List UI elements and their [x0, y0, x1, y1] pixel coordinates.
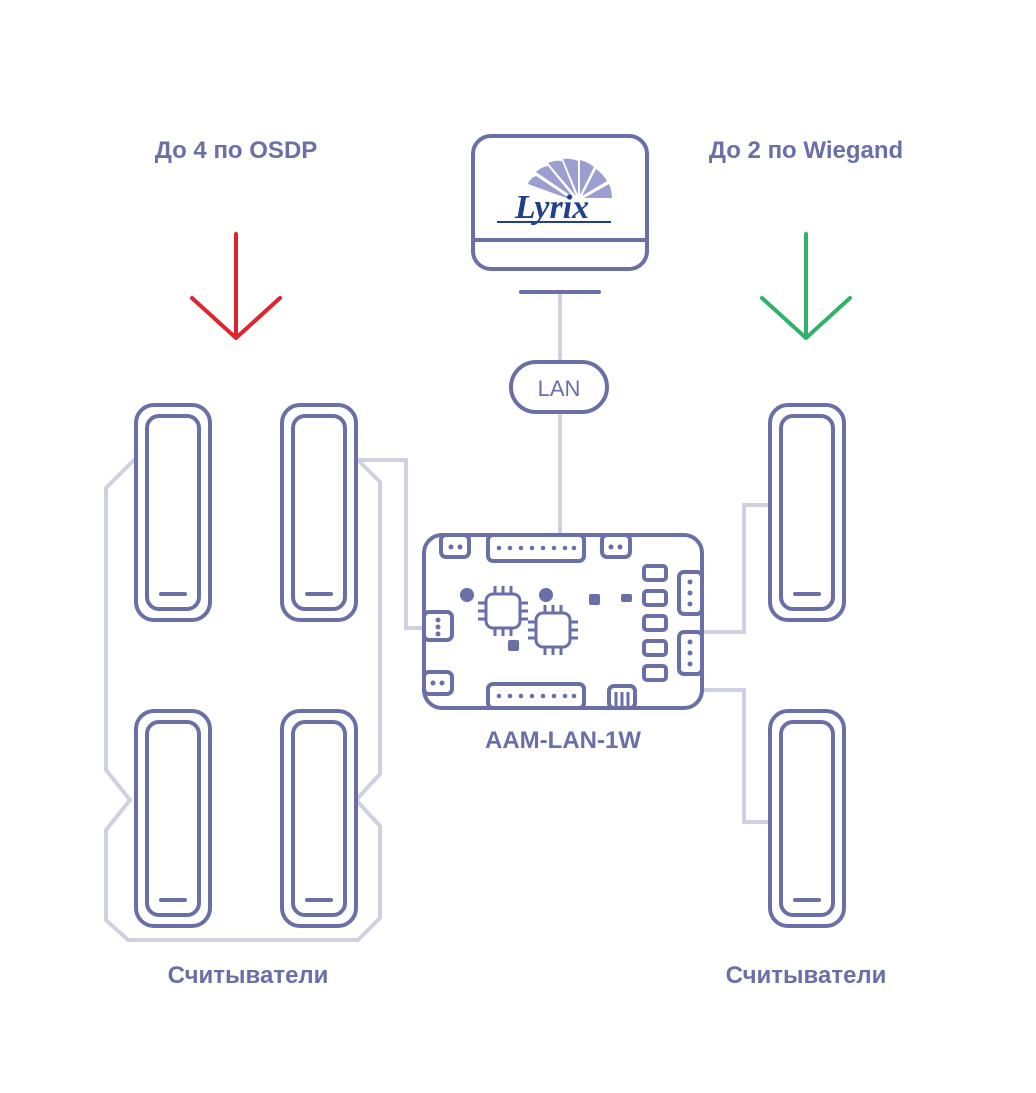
- lan-label: LAN: [538, 376, 581, 401]
- reader-osdp-3-card-reader-icon: [134, 709, 212, 928]
- wiegand-wire-2: [704, 688, 770, 824]
- chip-1: [478, 586, 528, 636]
- lyrix-logo-text: Lyrix: [514, 189, 589, 226]
- readers-right-label: Считыватели: [726, 962, 887, 989]
- osdp-bus-wire: [104, 456, 382, 942]
- wiegand-arrow-down-icon: [760, 232, 852, 340]
- readers-left-label: Считыватели: [168, 962, 329, 989]
- osdp-to-controller-wire: [356, 458, 426, 630]
- reader-osdp-2-card-reader-icon: [280, 403, 358, 622]
- controller-board-icon: [422, 533, 704, 710]
- chip-2: [528, 605, 578, 655]
- lyrix-logo: Lyrix: [497, 158, 612, 226]
- reader-wiegand-2-card-reader-icon: [768, 709, 846, 928]
- lan-badge: LAN: [509, 360, 609, 414]
- osdp-arrow-down-icon: [190, 232, 282, 340]
- reader-wiegand-1-card-reader-icon: [768, 403, 846, 622]
- reader-osdp-4-card-reader-icon: [280, 709, 358, 928]
- monitor-icon: Lyrix: [471, 134, 649, 294]
- wiring: [104, 292, 770, 942]
- wiegand-label: До 2 по Wiegand: [709, 137, 903, 164]
- controller-label: AAM-LAN-1W: [485, 727, 641, 754]
- osdp-label: До 4 по OSDP: [155, 137, 318, 164]
- wiegand-wire-1: [704, 503, 770, 634]
- reader-osdp-1-card-reader-icon: [134, 403, 212, 622]
- readers: [134, 403, 846, 928]
